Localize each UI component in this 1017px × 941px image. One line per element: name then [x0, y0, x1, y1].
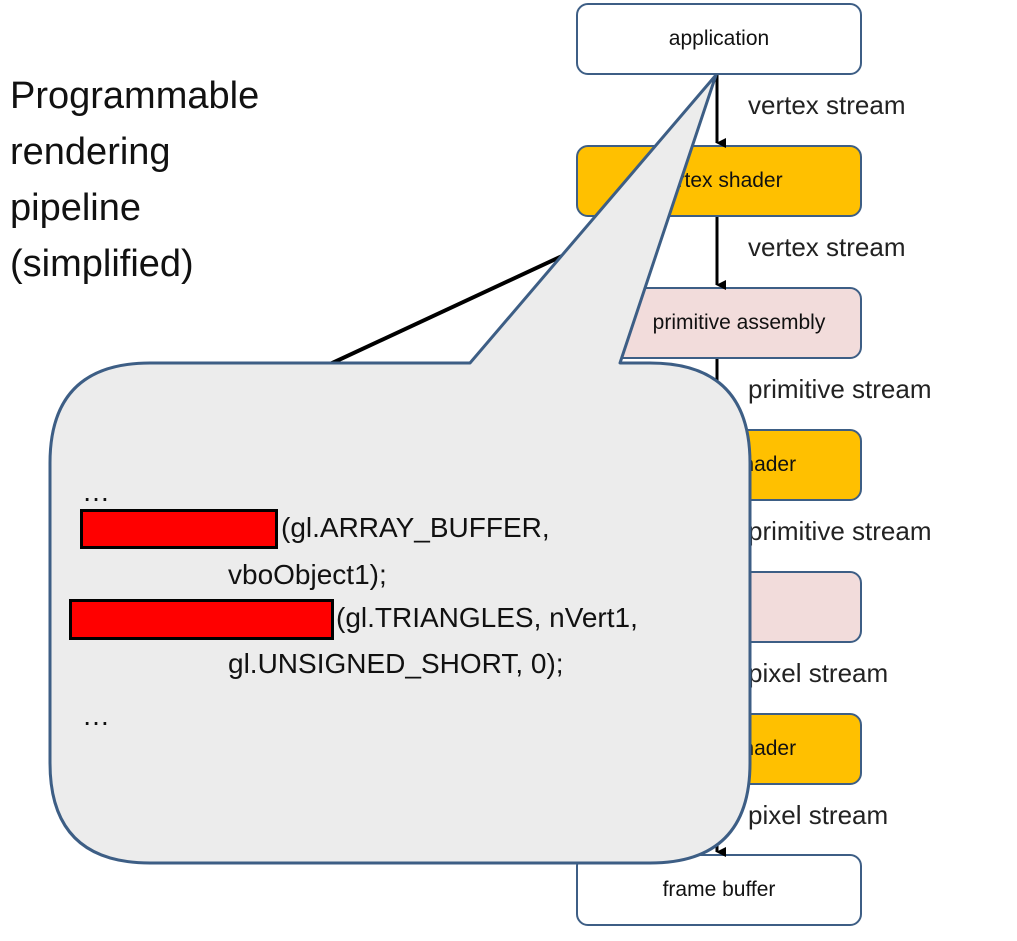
title-line: rendering	[10, 131, 171, 173]
code-line: …	[82, 476, 110, 507]
stream-label: primitive stream	[748, 516, 932, 546]
title-line: (simplified)	[10, 243, 194, 285]
code-line: (gl.TRIANGLES, nVert1,	[336, 602, 638, 633]
stream-label: vertex stream	[748, 90, 906, 120]
redacted-function-name	[80, 509, 278, 549]
stream-label: pixel stream	[748, 658, 889, 688]
code-line: vboObject1);	[228, 559, 387, 590]
title-line: Programmable	[10, 75, 260, 117]
redacted-function-name	[69, 599, 334, 640]
stage-label: vertex shader	[655, 169, 783, 192]
title-line: pipeline	[10, 187, 141, 229]
stream-label: vertex stream	[748, 232, 906, 262]
page-title: Programmable rendering pipeline (simplif…	[10, 68, 259, 292]
code-line: gl.UNSIGNED_SHORT, 0);	[228, 648, 564, 679]
code-line: …	[82, 700, 110, 731]
stage-label: primitive assembly	[652, 311, 826, 334]
stage-application: application	[576, 3, 862, 75]
code-line: (gl.ARRAY_BUFFER,	[281, 512, 550, 543]
stage-label: application	[668, 27, 770, 50]
stream-label: primitive stream	[748, 374, 932, 404]
pointer-line	[299, 248, 576, 380]
stream-label: pixel stream	[748, 800, 889, 830]
callout-bubble	[48, 73, 752, 865]
stage-label: frame buffer	[662, 878, 776, 901]
